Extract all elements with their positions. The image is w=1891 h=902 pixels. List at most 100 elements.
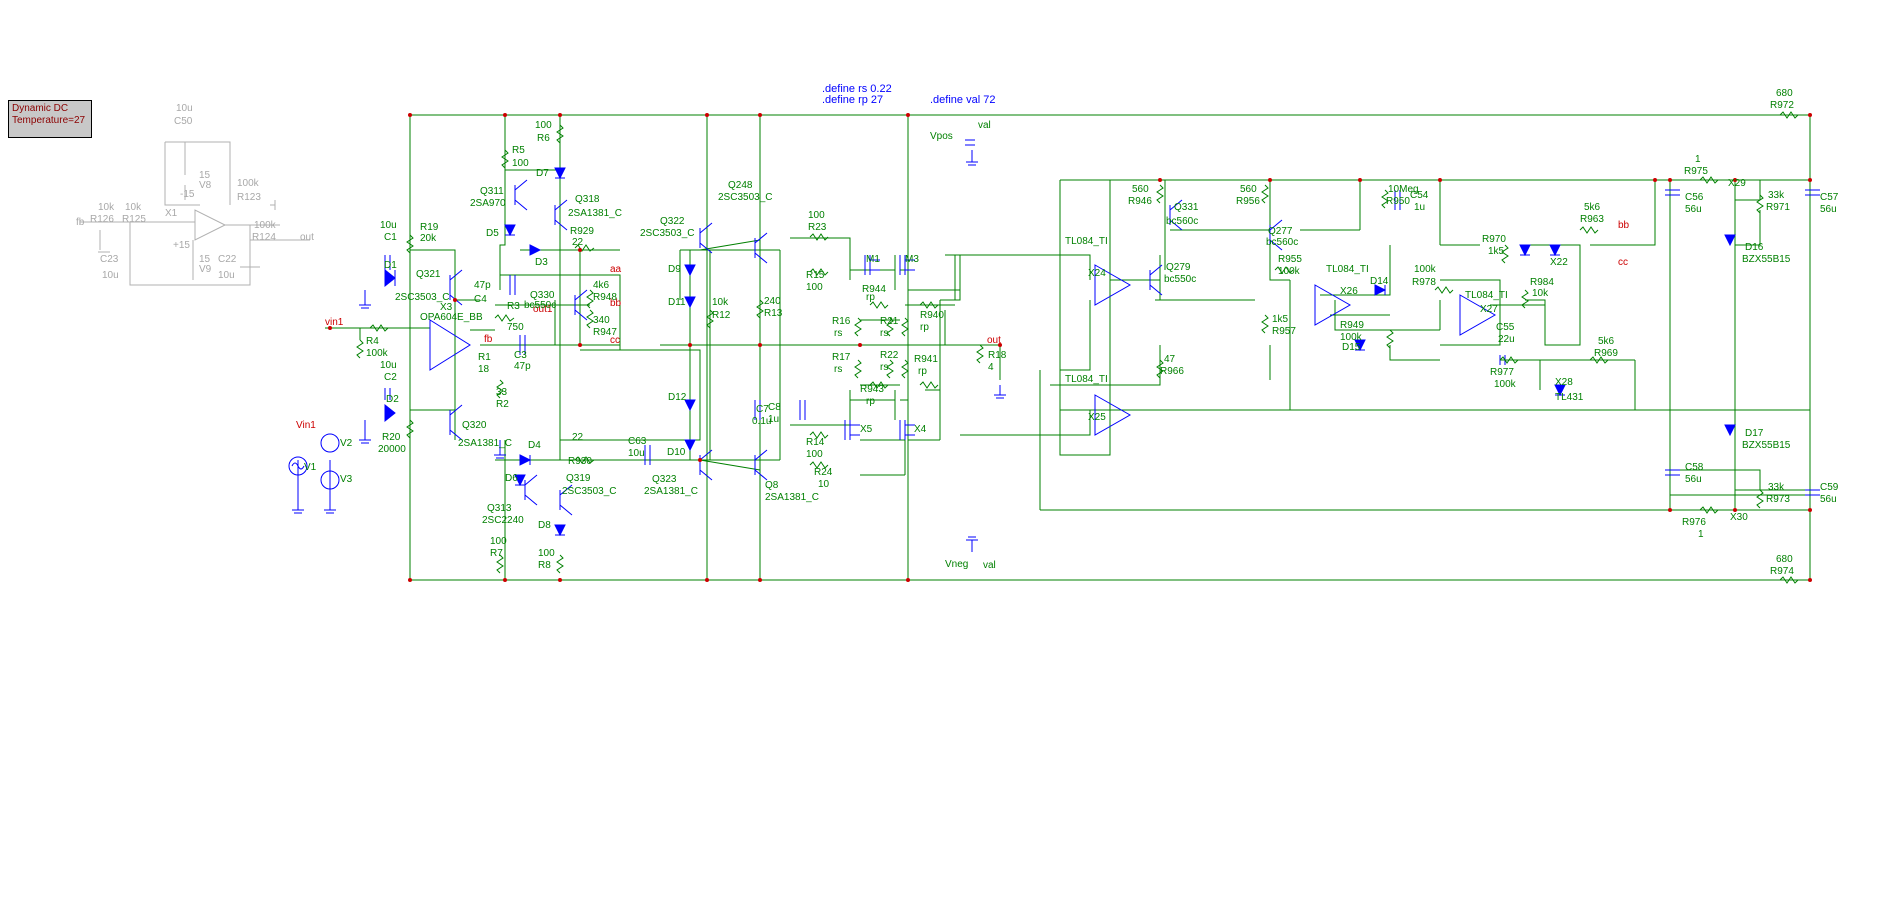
ghost-label: X1 <box>165 208 178 219</box>
label: 33k <box>1768 190 1785 201</box>
label: 750 <box>507 322 524 333</box>
label: Q321 <box>416 269 441 280</box>
label: rs <box>834 328 842 339</box>
label: R12 <box>712 310 731 321</box>
label: 10u <box>380 220 397 231</box>
label: 10u <box>380 360 397 371</box>
label: C54 <box>1410 190 1429 201</box>
label: D9 <box>668 264 681 275</box>
label: Q279 <box>1166 262 1191 273</box>
label: R972 <box>1770 100 1794 111</box>
label: Q323 <box>652 474 677 485</box>
label: Q331 <box>1174 202 1199 213</box>
label: D7 <box>536 168 549 179</box>
label: 100k <box>1278 266 1301 277</box>
label: D8 <box>538 520 551 531</box>
label: 20k <box>420 233 437 244</box>
ghost-label: C22 <box>218 254 237 265</box>
label: D4 <box>528 440 541 451</box>
label: bc560c <box>1166 216 1198 227</box>
label: 56u <box>1685 204 1702 215</box>
label: 22 <box>572 432 584 443</box>
label: C8 <box>768 402 781 413</box>
label: 22 <box>572 237 584 248</box>
label: 240 <box>764 296 781 307</box>
ghost-circuit <box>80 141 310 286</box>
net-labels: aa bb cc out fb vin1 Vin1 bb cc out1 <box>296 220 1630 431</box>
label: D10 <box>667 447 686 458</box>
components <box>288 139 1820 552</box>
net-label: cc <box>1618 257 1628 268</box>
label: TL084_TI <box>1065 236 1108 247</box>
ghost-label: C50 <box>174 116 193 127</box>
label: OPA604E_BB <box>420 312 483 323</box>
label: 10u <box>628 448 645 459</box>
label: 2SA1381_C <box>458 438 512 449</box>
label: R975 <box>1684 166 1708 177</box>
label: rs <box>880 328 888 339</box>
label: V1 <box>304 462 317 473</box>
label: D5 <box>486 228 499 239</box>
label: 2SA1381_C <box>765 492 819 503</box>
label: 20000 <box>378 444 406 455</box>
label: R973 <box>1766 494 1790 505</box>
label: R20 <box>382 432 401 443</box>
label: X4 <box>914 424 927 435</box>
label: D14 <box>1370 276 1389 287</box>
label: R941 <box>914 354 938 365</box>
label: 10k <box>712 297 729 308</box>
label: R943 <box>860 384 884 395</box>
ghost-label: C23 <box>100 254 119 265</box>
ghost-label: 15 <box>199 254 211 265</box>
label: R16 <box>832 316 851 327</box>
label: C4 <box>474 294 487 305</box>
analysis-mode-label: Dynamic DC <box>12 103 69 114</box>
label: Q318 <box>575 194 600 205</box>
label: 2SC2240 <box>482 515 524 526</box>
label: R930 <box>568 456 592 467</box>
label: 56u <box>1820 494 1837 505</box>
label: 56u <box>1820 204 1837 215</box>
ghost-label: V8 <box>199 180 212 191</box>
label: M1 <box>866 254 880 265</box>
label: 100 <box>490 536 507 547</box>
label: R948 <box>593 292 617 303</box>
label: 2SC3503_C <box>718 192 772 203</box>
wiring <box>325 114 1811 581</box>
label: 100k <box>1494 379 1517 390</box>
label: C58 <box>1685 462 1704 473</box>
label: TL084_TI <box>1065 374 1108 385</box>
label: 2SA1381_C <box>644 486 698 497</box>
label: X27 <box>1480 304 1498 315</box>
label: bc560c <box>1266 237 1298 248</box>
label: 2SC3503_C <box>640 228 694 239</box>
label: 560 <box>1132 184 1149 195</box>
label: 0.1u <box>752 416 771 427</box>
label: R24 <box>814 467 833 478</box>
label: 1u <box>1414 202 1425 213</box>
label: R17 <box>832 352 851 363</box>
ghost-label: 10k <box>125 202 142 213</box>
ghost-label: 10u <box>176 103 193 114</box>
label: bc550c <box>1164 274 1196 285</box>
label: R6 <box>537 133 550 144</box>
label: X24 <box>1088 268 1106 279</box>
label: 560 <box>1240 184 1257 195</box>
ghost-label: fb <box>76 217 85 228</box>
label: rs <box>834 364 842 375</box>
label: R3 <box>507 301 520 312</box>
ghost-label: +15 <box>173 240 190 251</box>
label: Q313 <box>487 503 512 514</box>
ghost-label: 100k <box>237 178 260 189</box>
label: R970 <box>1482 234 1506 245</box>
label: 100 <box>512 158 529 169</box>
label: R947 <box>593 327 617 338</box>
label: 1u <box>768 414 779 425</box>
label: 10 <box>818 479 830 490</box>
label: 10k <box>1532 288 1549 299</box>
label: val <box>978 120 991 131</box>
label: R15 <box>806 270 825 281</box>
label: D11 <box>668 297 686 308</box>
label: R8 <box>538 560 551 571</box>
